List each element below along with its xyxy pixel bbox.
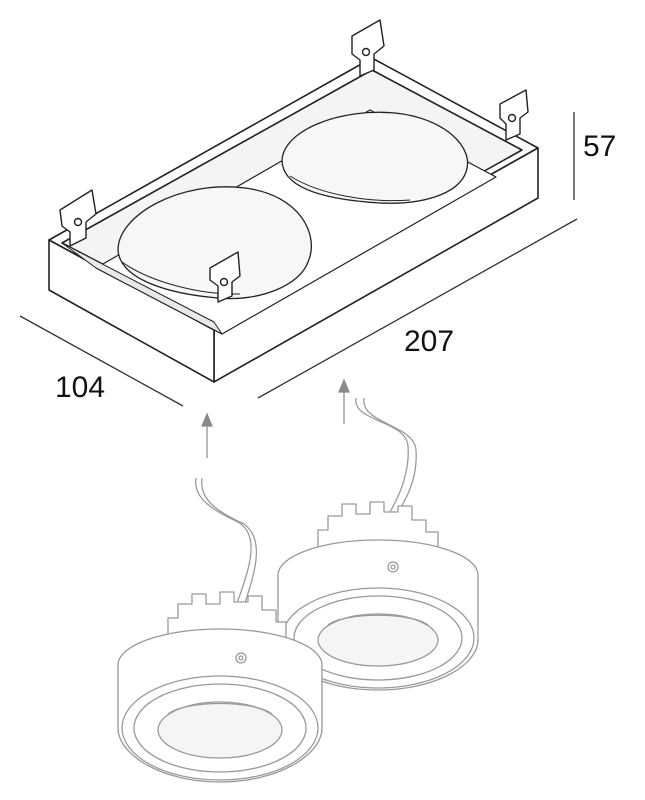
- insert-arrows: [201, 378, 350, 458]
- led-module-left: [117, 591, 323, 783]
- dimension-width-label: 104: [55, 371, 106, 404]
- lamp-cup-right-rim: [289, 175, 411, 202]
- wire-left: [195, 477, 252, 607]
- dimension-line-length: [257, 218, 578, 399]
- lamp-cup-left: [117, 186, 312, 300]
- mounting-clip-front: [209, 251, 241, 303]
- insert-arrow-left: [201, 412, 213, 458]
- dimension-height-label: 57: [583, 130, 617, 163]
- insert-arrow-right: [338, 378, 350, 424]
- wire-right: [355, 397, 409, 521]
- mounting-clip-right: [499, 89, 529, 141]
- dimension-lines: [19, 112, 578, 407]
- recessed-frame: [48, 19, 539, 383]
- lamp-cup-right: [281, 111, 469, 204]
- wire-left-2: [201, 477, 258, 607]
- wire-right-2: [363, 397, 417, 521]
- heatsink-fins-right: [317, 501, 439, 553]
- mounting-clip-left: [59, 189, 97, 247]
- mounting-clip-top: [351, 19, 385, 77]
- led-module-right: [277, 501, 479, 691]
- frame-inner-wall: [61, 242, 223, 335]
- dimension-line-width: [19, 315, 184, 407]
- dimension-length-label: 207: [404, 325, 455, 358]
- led-modules: [117, 397, 479, 783]
- heatsink-fins-left: [167, 591, 287, 641]
